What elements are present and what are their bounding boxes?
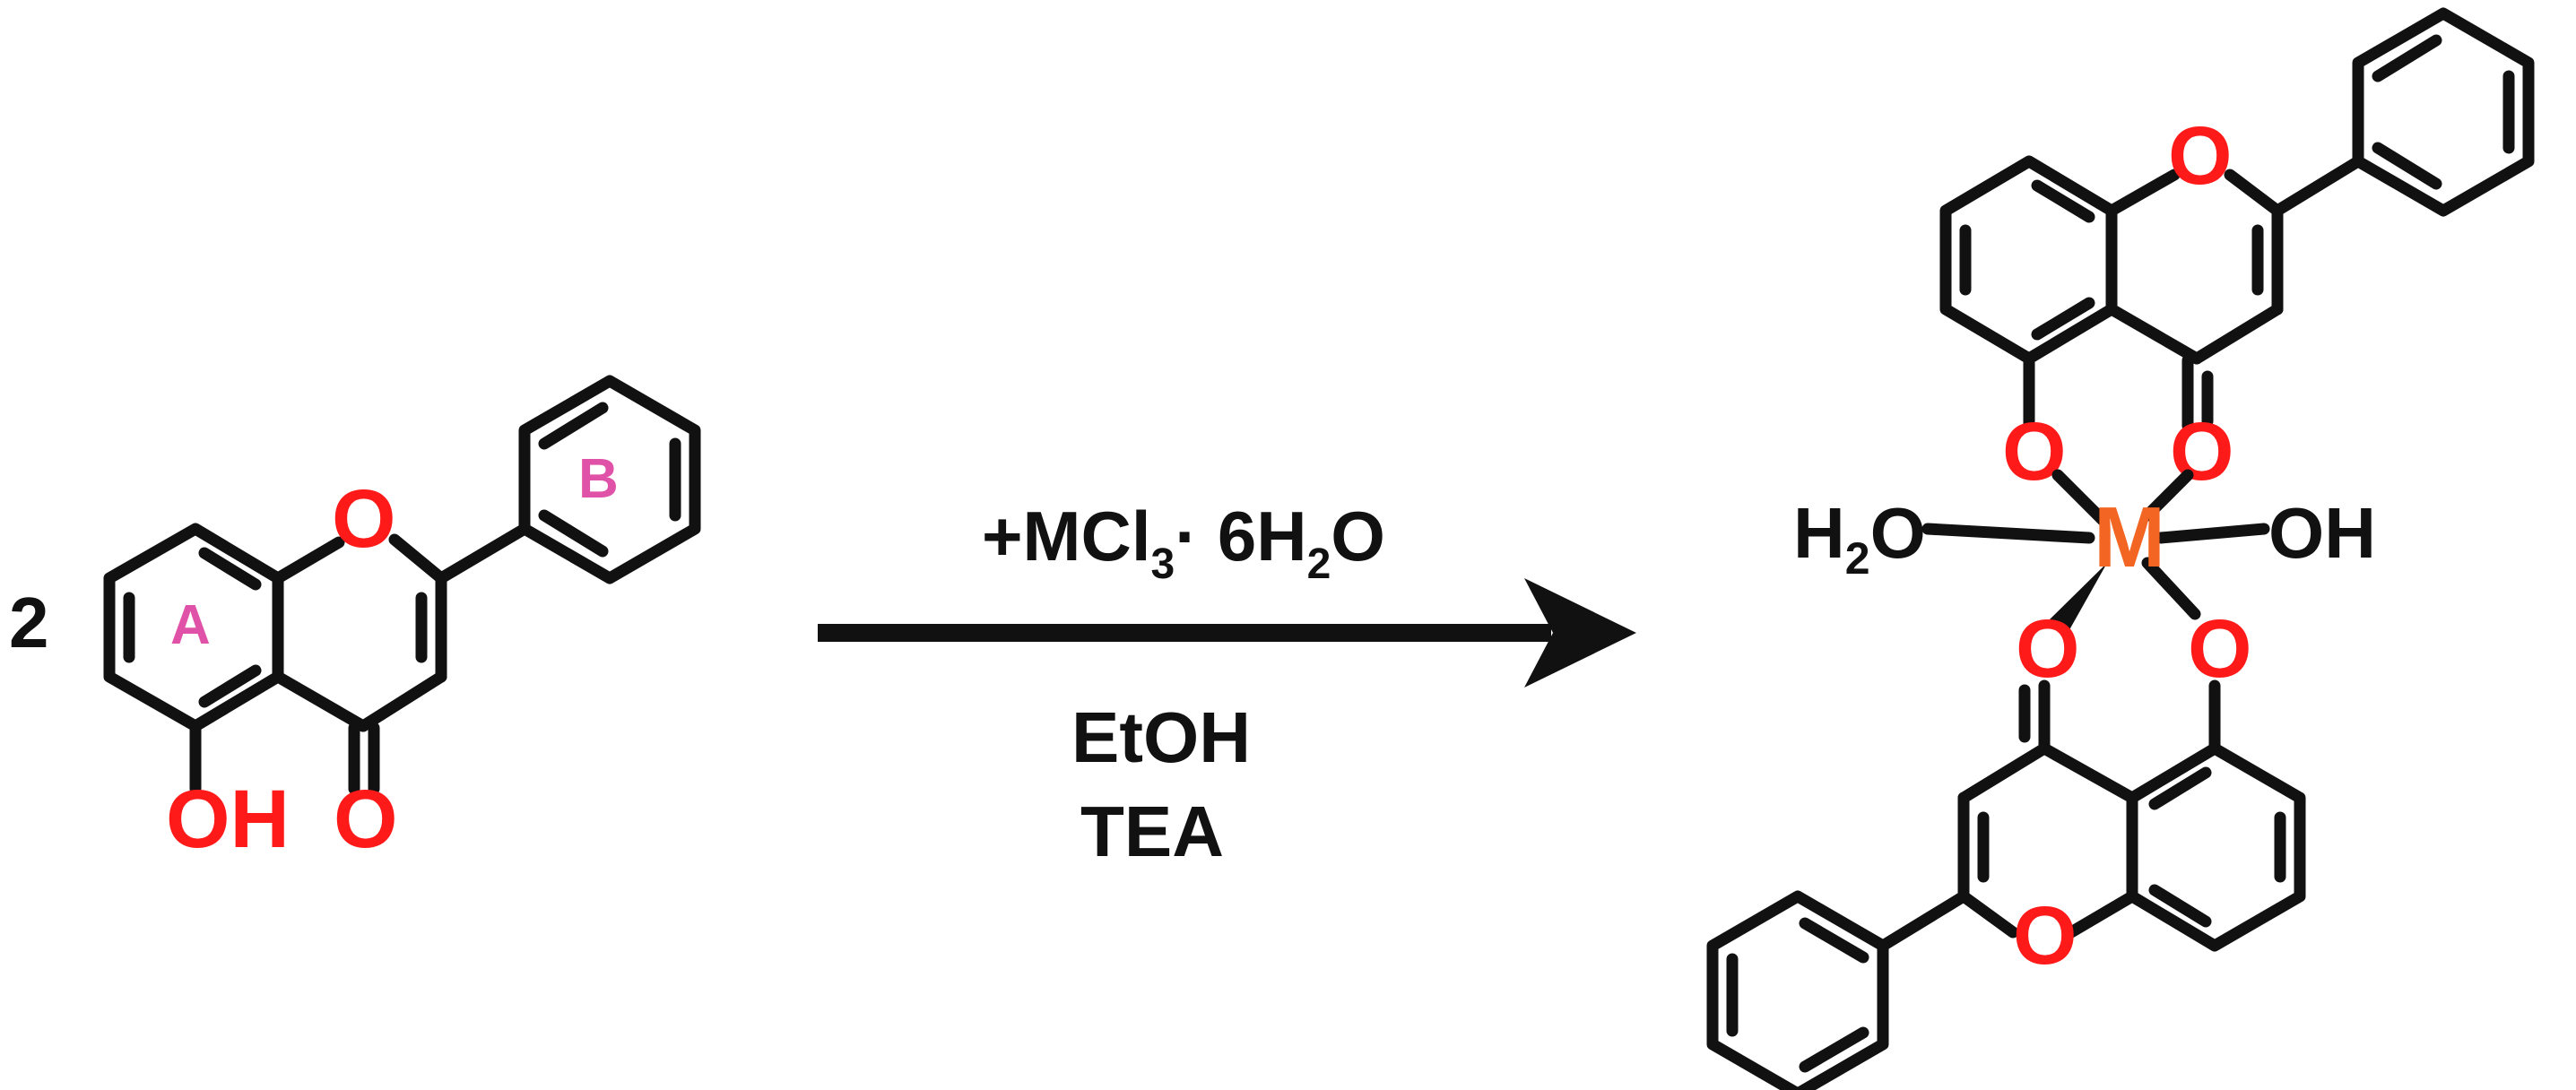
bottom-phenolate-oxygen: O xyxy=(2188,603,2252,695)
reactant-ring-b-bonds xyxy=(518,375,701,584)
top-phenyl-bonds xyxy=(2352,7,2535,217)
reagent-water-o: O xyxy=(1331,497,1385,575)
bond-m-top-phenolate xyxy=(2051,469,2109,526)
bond-m-water xyxy=(1921,523,2095,544)
base-label: TEA xyxy=(1080,792,1224,871)
product-complex: O O O M H2O OH O O xyxy=(1706,7,2535,1090)
reagent-formula: +MCl3· 6H2O xyxy=(982,497,1385,588)
bond-m-hydroxo xyxy=(2155,523,2270,544)
reactant-hydroxyl: OH xyxy=(166,774,290,865)
ring-a-label: A xyxy=(170,594,211,656)
solvent-label: EtOH xyxy=(1071,697,1251,777)
reagent-mcl: +MCl xyxy=(982,497,1151,575)
reactant-molecule: O OH O A B xyxy=(103,375,701,865)
reagent-hydrate: · 6H xyxy=(1175,497,1306,575)
water-ligand: H2O xyxy=(1793,493,1926,584)
bond-m-bottom-phenolate xyxy=(2141,557,2201,620)
reactant-carbonyl-oxygen: O xyxy=(334,774,398,865)
bond-m-top-carbonyl xyxy=(2141,469,2194,522)
metal-center: M xyxy=(2094,489,2165,585)
reagent-cl-subscript: 3 xyxy=(1151,541,1175,588)
top-phenolate-oxygen: O xyxy=(2002,406,2067,497)
wedge-bond-m-bottom-carbonyl xyxy=(2046,563,2107,635)
top-ring-oxygen: O xyxy=(2168,110,2233,202)
hydroxo-ligand: OH xyxy=(2268,493,2376,573)
reagent-h2-subscript: 2 xyxy=(1307,541,1331,588)
arrow-head xyxy=(1524,578,1636,688)
bottom-phenyl-bonds xyxy=(1706,890,1889,1090)
bottom-ring-oxygen: O xyxy=(2013,890,2077,982)
bottom-carbonyl-oxygen: O xyxy=(2016,603,2080,695)
reactant-ring-oxygen: O xyxy=(332,473,396,565)
ring-b-label: B xyxy=(578,448,619,510)
reaction-arrow xyxy=(818,578,1636,688)
stoichiometry-coefficient: 2 xyxy=(9,583,49,662)
